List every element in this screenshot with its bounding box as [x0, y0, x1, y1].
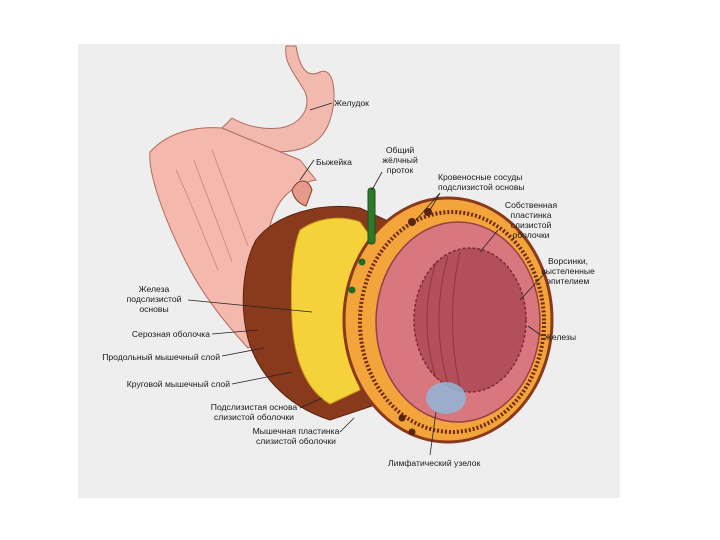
label-submucosal-glands: Железа подслизистой основы [126, 284, 182, 314]
leader-lines [187, 102, 547, 456]
tube-folds [175, 149, 249, 271]
circular-folds [426, 251, 461, 389]
label-submucosa: Подслизистая основа слизистой оболочки [210, 402, 298, 422]
label-lymph-node: Лимфатический узелок [388, 458, 481, 468]
label-duodenal-bulb: Быжейка [316, 157, 352, 167]
label-stomach: Желудок [334, 98, 369, 108]
lymph-node [426, 382, 466, 414]
label-muscularis-mucosae: Мышечная пластинка слизистой оболочки [252, 426, 340, 446]
label-serosa: Серозная оболочка [131, 329, 210, 339]
duodenum-tube [149, 127, 317, 349]
muscularis-ring [358, 210, 546, 434]
label-villi: Ворсинки, выстеленные эпителием [541, 256, 595, 286]
label-submucosa-vessels: Кровеносные сосуды подслизистой основы [438, 172, 525, 192]
label-lamina-propria: Собственная пластинка слизистой оболочки [504, 200, 558, 240]
mesentery-fold [291, 180, 313, 207]
label-longitudinal-muscle: Продольный мышечный слой [102, 352, 220, 362]
label-bile-duct: Общий жёлчный проток [382, 145, 418, 175]
bile-duct [367, 187, 376, 245]
lumen [413, 247, 527, 393]
label-glands: Железы [544, 332, 577, 342]
label-circular-muscle: Круговой мышечный слой [126, 379, 230, 389]
